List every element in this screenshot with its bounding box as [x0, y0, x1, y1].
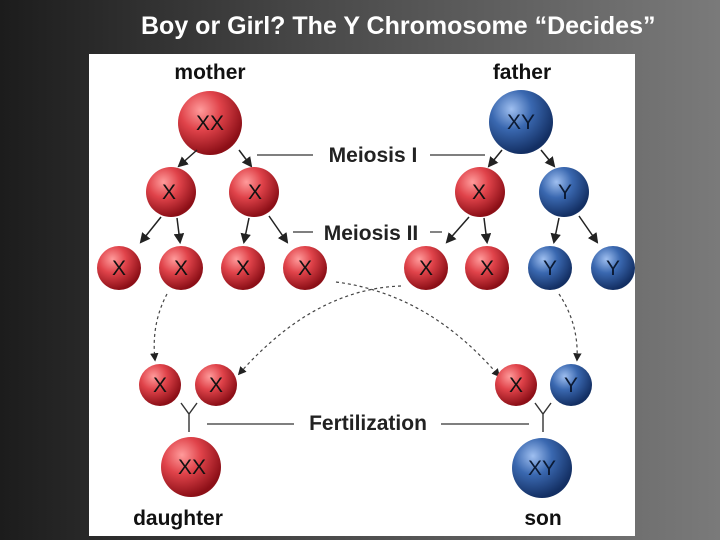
fertilize-son-y: Y: [550, 364, 592, 406]
gamete-y1: Y: [528, 246, 572, 290]
gamete-x5: X: [404, 246, 448, 290]
slide-title: Boy or Girl? The Y Chromosome “Decides”: [141, 12, 656, 40]
gamete-label: X: [236, 257, 250, 280]
arrow-m2-4: [268, 215, 289, 244]
arrow-m2-1: [139, 216, 162, 244]
gamete-label: X: [419, 257, 433, 280]
gamete-label: X: [174, 257, 188, 280]
fertilize-daughter-x2: X: [195, 364, 237, 406]
arrow-m2-5: [445, 216, 470, 244]
chromosome-diagram: mother father XX XY Meiosis I X X X Y Me…: [97, 61, 635, 530]
fertilize-son-x: X: [495, 364, 537, 406]
gamete-label: Y: [606, 257, 620, 280]
arrow-m2-3: [240, 217, 251, 245]
meiosis1-cell-y: Y: [539, 167, 589, 217]
path-egg-to-son: [335, 281, 501, 378]
daughter-cell: XX: [161, 437, 221, 497]
arrow-mother-left: [177, 149, 198, 168]
fertilization-label: Fertilization: [309, 412, 427, 435]
meiosis1-cell-label: X: [248, 181, 262, 204]
pair-label: Y: [564, 374, 578, 397]
meiosis1-cell-label: Y: [558, 181, 572, 204]
daughter-label: daughter: [133, 507, 223, 530]
mother-cell-label: XX: [196, 112, 224, 135]
arrow-mother-right: [238, 149, 253, 168]
meiosis1-cell-x2: X: [229, 167, 279, 217]
arrow-m2-6: [480, 217, 492, 245]
father-cell: XY: [489, 90, 553, 154]
arrow-father-left: [487, 149, 503, 168]
gamete-label: X: [298, 257, 312, 280]
son-join: [534, 402, 552, 432]
gamete-label: X: [112, 257, 126, 280]
meiosis2-label: Meiosis II: [324, 222, 419, 245]
path-sperm-to-daughter: [237, 285, 402, 376]
son-cell: XY: [512, 438, 572, 498]
mother-cell: XX: [178, 91, 242, 155]
daughter-join: [180, 402, 198, 432]
gamete-y2: Y: [591, 246, 635, 290]
mother-label: mother: [174, 61, 245, 84]
gamete-x4: X: [283, 246, 327, 290]
gamete-x3: X: [221, 246, 265, 290]
meiosis1-cell-label: X: [162, 181, 176, 204]
gamete-x1: X: [97, 246, 141, 290]
daughter-cell-label: XX: [178, 456, 206, 479]
meiosis1-cell-x1: X: [146, 167, 196, 217]
son-label: son: [524, 507, 561, 530]
arrow-m2-7: [550, 217, 561, 245]
pair-label: X: [153, 374, 167, 397]
fertilize-daughter-x1: X: [139, 364, 181, 406]
diagram-panel: mother father XX XY Meiosis I X X X Y Me…: [89, 54, 635, 536]
meiosis1-label: Meiosis I: [329, 144, 418, 167]
pair-label: X: [209, 374, 223, 397]
father-cell-label: XY: [507, 111, 535, 134]
arrow-m2-2: [173, 217, 185, 245]
path-egg-to-daughter: [150, 293, 168, 362]
gamete-label: Y: [543, 257, 557, 280]
father-label: father: [493, 61, 551, 84]
arrow-m2-8: [578, 215, 599, 244]
son-cell-label: XY: [528, 457, 556, 480]
pair-label: X: [509, 374, 523, 397]
gamete-x2: X: [159, 246, 203, 290]
path-sperm-to-son: [558, 293, 582, 362]
gamete-x6: X: [465, 246, 509, 290]
meiosis1-cell-x3: X: [455, 167, 505, 217]
meiosis1-cell-label: X: [472, 181, 486, 204]
gamete-label: X: [480, 257, 494, 280]
arrow-father-right: [540, 149, 556, 168]
